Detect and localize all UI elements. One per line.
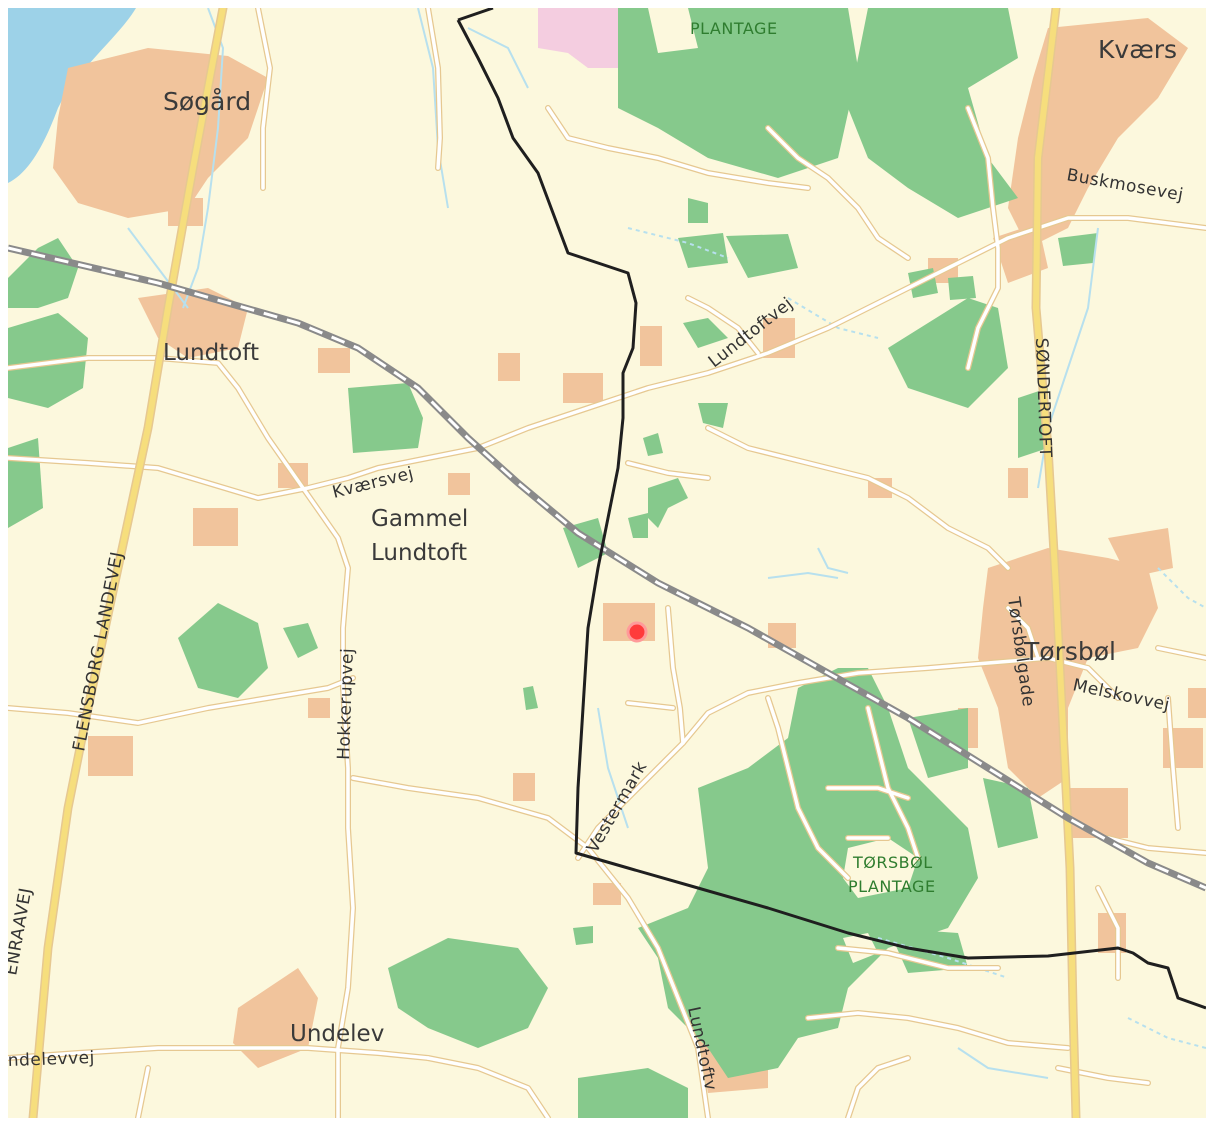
place-label-gammel: Gammel [371,506,468,532]
stream-13 [877,937,1009,979]
farm-6 [498,353,520,381]
urban-torsbol [978,548,1158,798]
major-roads [28,8,1081,1118]
stream-12 [627,227,729,259]
forest-small-3 [726,234,798,278]
clearing-1 [843,838,918,898]
forest-mid-4 [698,403,728,428]
urban-torsbol-e [1108,528,1173,578]
stream-9 [127,227,189,309]
forest-south-west [388,938,548,1048]
forest-small-2 [678,233,728,268]
forest-south-bottom [578,1068,688,1118]
forest-label-plantage-top: PLANTAGE [690,19,778,38]
farm-22 [308,698,330,718]
farm-11 [1068,788,1128,838]
forest-mid-1 [648,478,688,528]
minor-roads-fill [8,8,1206,1118]
stream-3 [467,27,529,89]
forest-top-right [848,8,1018,218]
farm-18 [448,473,470,495]
place-label-gammel-lundtoft: Lundtoft [371,540,467,566]
stream-6 [817,547,849,574]
urban-kvaers [1008,18,1188,248]
stream-11 [787,297,879,339]
farm-4 [640,326,662,366]
urban-undelev [233,968,318,1068]
forest-left-1 [8,238,78,308]
farm-5 [318,348,350,373]
place-label-kvaers: Kværs [1098,35,1177,64]
forest-small-6 [948,276,976,300]
location-dot-icon[interactable] [626,621,648,643]
road-label-sondertoft: SØNDERTOFT [1031,337,1055,458]
place-label-undelev: Undelev [290,1021,384,1047]
fjord-water [8,8,136,183]
forest-areas [8,8,1098,1118]
plantage-clearings [648,8,918,963]
place-label-lundtoft: Lundtoft [163,340,259,366]
farm-8 [88,736,133,776]
forest-mid-2 [628,513,648,538]
road-label-hokkerupvej: Hokkerupvej [334,648,358,761]
forest-small-4 [688,198,708,223]
stream-10 [1157,567,1206,609]
urban-sogard [53,48,268,218]
forest-torsbol-plantage [638,668,978,1078]
stream-5 [767,571,839,579]
forest-mid-5 [643,433,663,456]
farm-2 [193,508,238,546]
forest-gammel-south [178,603,268,698]
admin-boundary [456,8,1206,1010]
stream-8 [957,1047,1049,1079]
forest-right-3 [1058,233,1098,266]
forest-gammel-small [283,623,318,658]
forest-south-small [573,926,593,945]
forest-mid-3 [683,318,728,348]
forest-label-torsbol-plantage: PLANTAGE [848,877,936,896]
railway [8,244,1206,892]
forest-label-torsbol: TØRSBØL [852,853,933,872]
farm-10 [593,883,621,905]
farm-13 [1188,688,1206,718]
clearing-top [648,8,698,53]
pink-zone [538,8,618,68]
place-label-torsbol: Tørsbøl [1023,637,1116,666]
road-label-undelevvej: ndelevvej [8,1048,95,1071]
topographic-map[interactable]: Søgård Kværs Lundtoft Gammel Lundtoft Tø… [8,8,1206,1118]
forest-lundtoft-north [348,383,423,453]
farm-9 [513,773,535,801]
stream-2 [417,8,449,209]
farm-3 [563,373,603,403]
forest-small-1 [523,686,538,710]
place-label-sogard: Søgård [163,87,251,116]
farm-15 [1008,468,1028,498]
urban-areas [53,18,1206,1093]
forest-east-strip [983,778,1038,848]
